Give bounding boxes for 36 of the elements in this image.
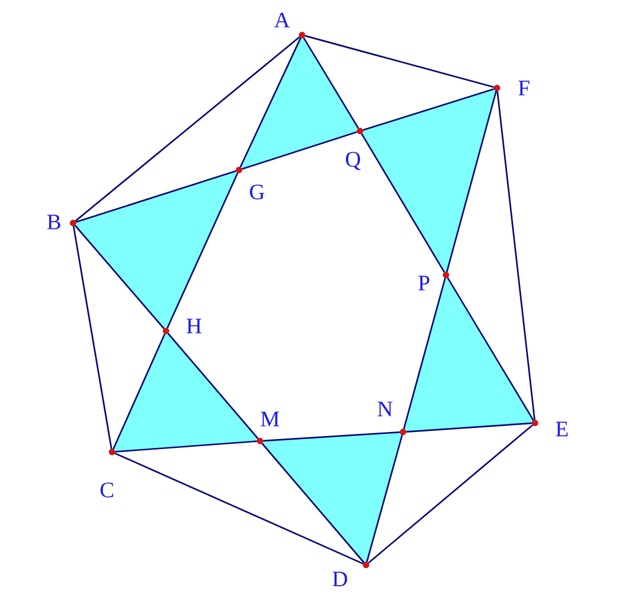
line-segment [263,431,400,442]
line-segment [167,332,259,440]
line-segment [242,131,358,170]
line-segment [406,422,532,433]
point-label: E [556,422,568,436]
line-segment [368,424,534,564]
line-segment [446,277,534,421]
line-segment [446,90,497,272]
line-segment [403,278,446,430]
line-segment [366,434,403,562]
point-label: B [47,214,60,230]
line-segment [76,170,236,223]
point-label: D [332,572,348,586]
point-label: H [186,318,202,334]
point-label: P [418,276,430,290]
line-segment [304,35,494,88]
point-label: Q [346,152,361,170]
line-segment [240,38,302,168]
point-label: A [274,12,290,28]
line-segment [115,440,257,453]
point-label: G [250,184,264,200]
point-label: C [100,482,114,498]
line-segment [166,172,238,328]
point-label: M [260,412,280,426]
line-segment [496,91,536,420]
line-segment [74,36,300,222]
line-segment [302,37,360,129]
line-segment [74,224,165,330]
point-label: F [518,80,530,96]
line-segment [362,88,494,131]
point-label: N [378,402,392,416]
line-segment [112,334,166,450]
line-segment [114,452,364,564]
line-segment [360,133,446,273]
line-segment [261,442,365,564]
line-segment [72,226,112,449]
